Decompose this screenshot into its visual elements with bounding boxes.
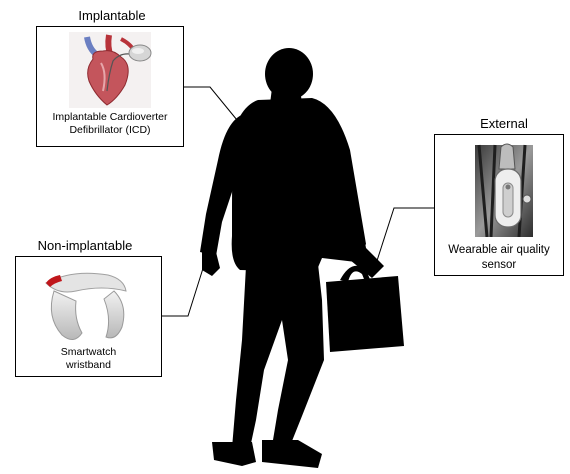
external-caption: Wearable air quality sensor (435, 243, 563, 273)
heart-with-icd-illustration-icon (69, 32, 152, 108)
implantable-caption-line1: Implantable Cardioverter (52, 111, 168, 123)
non-implantable-caption-line1: Smartwatch (60, 346, 117, 358)
external-title: External (480, 116, 528, 131)
connector-non-implantable (161, 261, 206, 317)
connector-implantable (183, 86, 238, 121)
external-panel: Wearable air quality sensor (434, 134, 564, 276)
implantable-caption-line2: Defibrillator (ICD) (69, 124, 151, 136)
non-implantable-panel: Smartwatch wristband (15, 256, 162, 377)
connector-lines (161, 86, 434, 317)
implantable-panel: Implantable Cardioverter Defibrillator (… (36, 26, 184, 147)
implantable-title: Implantable (78, 8, 146, 23)
wristband-illustration-icon (45, 272, 127, 340)
external-caption-line1: Wearable air quality (448, 244, 550, 256)
implantable-caption: Implantable Cardioverter Defibrillator (… (37, 111, 183, 137)
non-implantable-title: Non-implantable (37, 238, 133, 253)
walking-businessman-icon (200, 48, 404, 468)
external-caption-line2: sensor (481, 259, 517, 271)
connector-external (373, 207, 434, 271)
non-implantable-caption-line2: wristband (66, 359, 111, 371)
non-implantable-caption: Smartwatch wristband (16, 346, 161, 372)
clip-on-sensor-photo-icon (475, 143, 533, 237)
